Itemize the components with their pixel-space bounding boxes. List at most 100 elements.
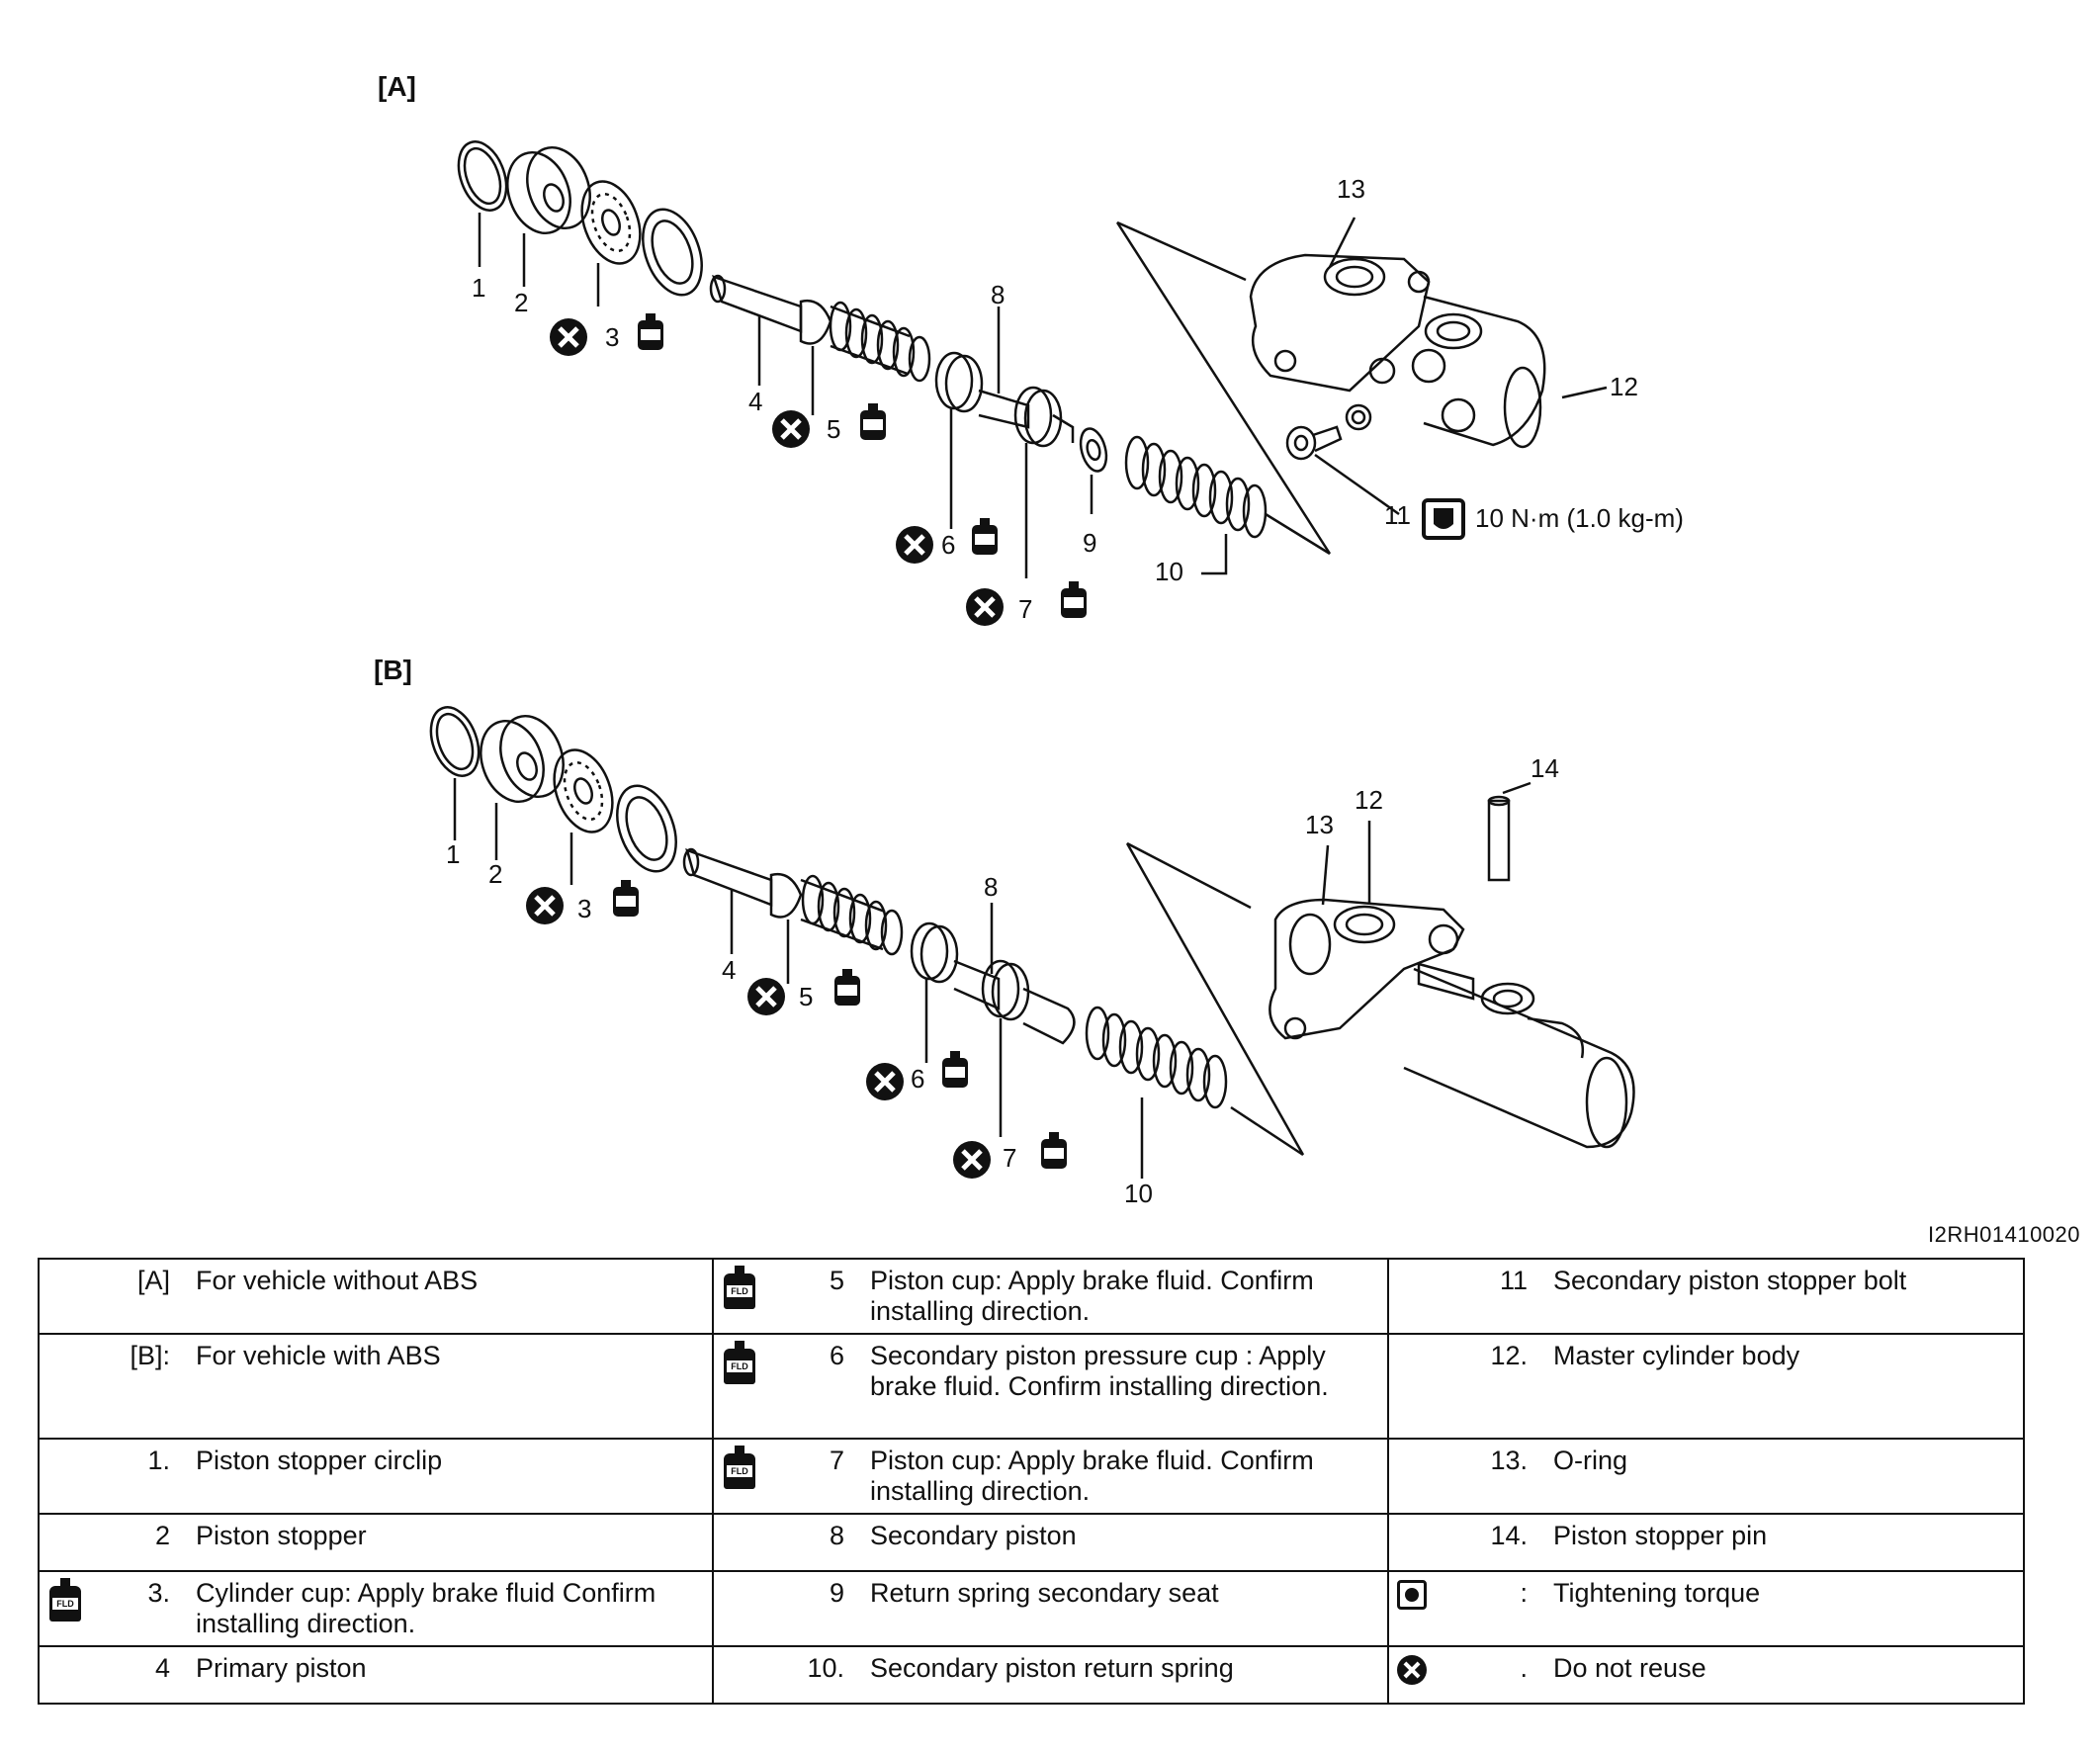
legend-cell: [A]For vehicle without ABS (38, 1258, 714, 1335)
legend-text: Do not reuse (1553, 1653, 1706, 1683)
icons-a (550, 313, 1465, 626)
cylinder-cup-part-a (580, 180, 642, 307)
do-not-reuse-icon (896, 526, 933, 564)
callout-a-3: 3 (605, 322, 619, 352)
callout-a-1: 1 (472, 273, 485, 303)
callout-b-14: 14 (1531, 753, 1559, 783)
do-not-reuse-icon (526, 887, 564, 924)
exploded-view-diagram: 1 2 3 4 5 6 7 8 9 10 11 12 13 10 N·m (1.… (429, 140, 1684, 1208)
callout-b-3: 3 (577, 894, 591, 923)
stopper-bolt-part-a (1285, 403, 1400, 516)
brake-fluid-bottle-icon (613, 880, 639, 917)
do-not-reuse-icon (866, 1063, 904, 1100)
do-not-reuse-icon (772, 410, 810, 448)
legend-text: Cylinder cup: Apply brake fluid Confirm … (196, 1578, 656, 1638)
callout-a-8: 8 (991, 280, 1005, 309)
washer-part-b (616, 784, 677, 873)
legend-text: Piston cup: Apply brake fluid. Confirm i… (870, 1266, 1314, 1326)
brake-fluid-bottle-icon (1041, 1132, 1067, 1169)
brake-fluid-bottle-icon: FLD (47, 1578, 83, 1622)
legend-cell: 14.Piston stopper pin (1387, 1513, 2025, 1572)
callout-b-2: 2 (488, 859, 502, 889)
callouts-a: 1 2 3 4 5 6 7 8 9 10 11 12 13 10 N·m (1.… (472, 174, 1684, 624)
do-not-reuse-icon (1397, 1655, 1427, 1685)
do-not-reuse-icon (747, 978, 785, 1015)
legend-text: Piston stopper (196, 1521, 367, 1550)
legend-cell: 1. Piston stopper circlip (38, 1438, 714, 1515)
legend-num: 2 (154, 1521, 170, 1550)
legend-cell: FLD 3. Cylinder cup: Apply brake fluid Con… (38, 1570, 714, 1647)
do-not-reuse-icon (966, 588, 1004, 626)
legend-num: [A] (136, 1266, 170, 1295)
legend-text: Secondary piston (870, 1521, 1077, 1550)
legend-text: Master cylinder body (1553, 1341, 1800, 1370)
cylinder-cup-part-b (553, 748, 614, 885)
brake-fluid-bottle-icon (1061, 581, 1087, 618)
brake-fluid-bottle-icon: FLD (722, 1341, 757, 1384)
callout-a-6: 6 (941, 530, 955, 560)
legend-num: 10. (807, 1653, 844, 1683)
secondary-piston-part-a (934, 307, 1075, 578)
legend-text: Piston stopper pin (1553, 1521, 1768, 1550)
callout-b-13: 13 (1305, 810, 1334, 839)
callout-b-10: 10 (1124, 1179, 1153, 1208)
legend-text: Tightening torque (1553, 1578, 1761, 1608)
callout-b-6: 6 (911, 1064, 924, 1094)
legend-num: 5 (829, 1266, 844, 1295)
legend-num: 13. (1490, 1446, 1528, 1475)
legend-cell: 12. Master cylinder body (1387, 1333, 2025, 1440)
do-not-reuse-icon (953, 1141, 991, 1179)
legend-cell: 2 Piston stopper (38, 1513, 714, 1572)
do-not-reuse-icon (550, 318, 587, 356)
secondary-piston-part-b (910, 903, 1076, 1137)
legend-num: 12. (1490, 1341, 1528, 1370)
torque-spec-label: 10 N·m (1.0 kg-m) (1475, 503, 1684, 533)
legend-num: 1. (147, 1446, 170, 1475)
section-b-label: [B] (374, 655, 412, 685)
legend-cell: [B]:For vehicle with ABS (38, 1333, 714, 1440)
spring-seat-part-a (1079, 427, 1108, 514)
brake-fluid-bottle-icon: FLD (722, 1446, 757, 1489)
legend-text: Secondary piston return spring (870, 1653, 1234, 1683)
brake-fluid-bottle-icon (860, 403, 886, 440)
legend-num: 3. (147, 1578, 170, 1608)
callout-a-9: 9 (1083, 528, 1096, 558)
legend-text: Secondary piston stopper bolt (1553, 1266, 1907, 1295)
callout-b-1: 1 (446, 839, 460, 869)
brake-fluid-bottle-icon (834, 969, 860, 1006)
legend-num: 9 (829, 1578, 844, 1608)
legend-cell: .Do not reuse (1387, 1645, 2025, 1705)
legend-num: 4 (154, 1653, 170, 1683)
callout-b-4: 4 (722, 955, 736, 985)
return-spring-part-a (1124, 435, 1268, 575)
callout-b-5: 5 (799, 982, 813, 1011)
callout-a-10: 10 (1155, 557, 1183, 586)
piston-stopper-part-a (506, 145, 591, 287)
legend-num: [B]: (130, 1341, 170, 1370)
legend-text: Piston stopper circlip (196, 1446, 443, 1475)
callout-b-7: 7 (1003, 1143, 1016, 1173)
legend-num: 6 (829, 1341, 844, 1370)
callout-a-2: 2 (514, 288, 528, 317)
icons-b (526, 880, 1067, 1179)
tightening-torque-icon (1422, 498, 1465, 540)
section-a-label: [A] (378, 71, 416, 102)
callout-a-13: 13 (1337, 174, 1365, 204)
callouts-b: 1 2 3 4 5 6 7 8 10 12 13 14 (446, 753, 1559, 1208)
legend-text: O-ring (1553, 1446, 1628, 1475)
circlip-part-a (457, 140, 508, 267)
callout-b-12: 12 (1355, 785, 1383, 815)
legend-num: 7 (829, 1446, 844, 1475)
piston-stopper-part-b (480, 714, 565, 860)
callout-a-7: 7 (1018, 594, 1032, 624)
